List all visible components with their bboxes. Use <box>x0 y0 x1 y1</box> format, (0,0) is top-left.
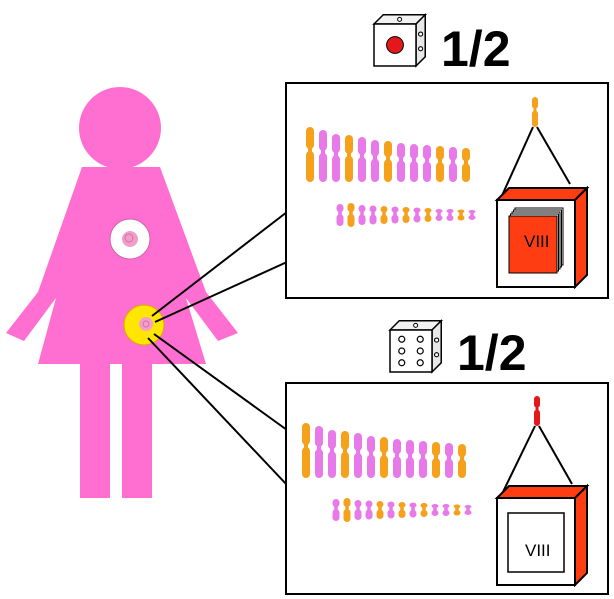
chromosome <box>420 503 428 517</box>
chromosome <box>397 143 405 182</box>
chromosome <box>398 502 406 518</box>
karyotype <box>302 423 472 522</box>
chromosome <box>393 439 401 478</box>
zoom-lines <box>499 126 571 201</box>
chromosome <box>347 203 355 227</box>
chromosome <box>424 208 432 222</box>
six-pip-die-icon <box>388 318 444 374</box>
highlighted-chromosome <box>534 396 540 426</box>
zoom-lines <box>499 425 573 499</box>
chromosome <box>391 206 399 224</box>
chromosome <box>328 430 336 478</box>
body-cell-icon <box>109 218 151 260</box>
chromosome <box>457 209 465 221</box>
chromosome <box>336 204 344 226</box>
chromosome <box>387 501 395 519</box>
gene-box-icon <box>494 483 590 588</box>
chromosome <box>341 431 349 478</box>
chromosome <box>306 127 314 182</box>
karyotype <box>306 127 476 227</box>
chromosome <box>367 436 375 478</box>
chromosome <box>431 504 439 516</box>
chromosome <box>365 500 373 520</box>
female-figure-icon <box>6 87 238 498</box>
chromosome <box>458 444 466 478</box>
chromosome <box>376 501 384 519</box>
chromosome <box>534 396 540 426</box>
panel-maternal-2: 1/2 VIII <box>285 318 609 595</box>
chromosome <box>319 130 327 182</box>
chromosome <box>442 504 450 516</box>
chromosome <box>332 499 340 521</box>
chromosome <box>406 440 414 478</box>
gene-label: VIII <box>525 541 551 560</box>
gene-label: VIII <box>524 232 550 251</box>
chromosome <box>446 209 454 221</box>
chromosome <box>358 205 366 225</box>
chromosome <box>371 140 379 182</box>
probability-label: 1/2 <box>441 21 511 77</box>
red-one-pip-die-icon <box>372 12 428 68</box>
chromosome <box>413 207 421 223</box>
chromosome <box>380 206 388 224</box>
chromosome <box>462 148 470 182</box>
chromosome <box>423 145 431 182</box>
chromosome <box>445 443 453 478</box>
chromosome <box>453 504 461 516</box>
chromosome <box>380 437 388 478</box>
chromosome <box>343 498 351 522</box>
chromosome <box>354 433 362 478</box>
highlighted-chromosome <box>532 97 538 127</box>
chromosome <box>315 426 323 478</box>
chromosome <box>432 442 440 478</box>
chromosome <box>436 146 444 182</box>
chromosome <box>332 134 340 182</box>
chromosome <box>402 207 410 223</box>
chromosome <box>369 205 377 225</box>
chromosome <box>464 505 472 515</box>
panel-maternal-1: 1/2 VIII <box>285 12 609 299</box>
chromosome <box>409 502 417 518</box>
chromosome <box>468 210 476 220</box>
connector-lines <box>147 211 288 486</box>
gene-box-icon <box>494 185 590 290</box>
chromosome <box>449 147 457 182</box>
chromosome <box>358 137 366 182</box>
chromosome <box>532 97 538 127</box>
chromosome <box>302 423 310 478</box>
chromosome <box>419 441 427 478</box>
chromosome <box>345 135 353 182</box>
chromosome <box>435 209 443 221</box>
probability-label: 1/2 <box>457 325 527 381</box>
chromosome <box>384 141 392 182</box>
chromosome <box>410 144 418 182</box>
chromosome <box>354 500 362 520</box>
